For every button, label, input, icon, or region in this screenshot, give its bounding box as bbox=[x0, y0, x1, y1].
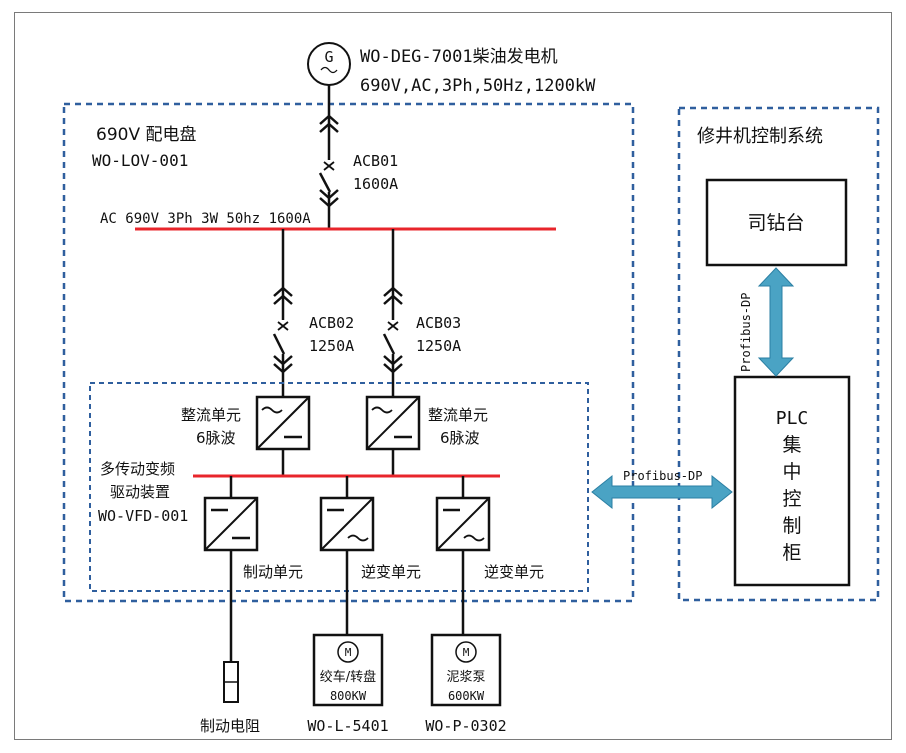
inverter-unit-1 bbox=[319, 476, 375, 635]
feeder-acb01 bbox=[318, 85, 339, 229]
profibus-horizontal-label: Profibus-DP bbox=[623, 469, 702, 483]
motor-drawworks: M 绞车/转盘 800KW bbox=[312, 633, 384, 707]
generator: G WO-DEG-7001柴油发电机 690V,AC,3Ph,50Hz,1200… bbox=[307, 42, 596, 96]
driller-console-label: 司钻台 bbox=[747, 212, 804, 234]
brake-unit-label: 制动单元 bbox=[243, 563, 303, 581]
motor-2-name: 泥浆泵 bbox=[446, 670, 485, 685]
acb03-rating: 1250A bbox=[416, 337, 461, 355]
rectifier-2-label: 整流单元 bbox=[428, 406, 488, 424]
rectifier-unit-1 bbox=[255, 395, 311, 476]
rectifier-2-pulse: 6脉波 bbox=[440, 429, 480, 447]
motor-2-symbol: M bbox=[463, 646, 470, 659]
profibus-vertical-arrow-icon bbox=[757, 267, 795, 377]
inverter-1-label: 逆变单元 bbox=[361, 563, 421, 581]
motor-2-code: WO-P-0302 bbox=[425, 717, 506, 735]
brake-unit bbox=[203, 476, 259, 662]
plc-line-4: 控 bbox=[782, 488, 801, 510]
driller-console-box bbox=[705, 178, 848, 267]
ac-wave-icon bbox=[320, 66, 338, 74]
acb02-rating: 1250A bbox=[309, 337, 354, 355]
motor-1-name: 绞车/转盘 bbox=[320, 669, 376, 685]
motor-1-code: WO-L-5401 bbox=[307, 717, 388, 735]
inverter-2-label: 逆变单元 bbox=[484, 563, 544, 581]
brake-resistor bbox=[223, 661, 239, 703]
vfd-code: WO-VFD-001 bbox=[98, 507, 188, 525]
profibus-horizontal-arrow-icon bbox=[591, 474, 733, 510]
acb01-name: ACB01 bbox=[353, 152, 398, 170]
panel-border bbox=[62, 102, 635, 603]
vfd-title-line2: 驱动装置 bbox=[110, 483, 170, 501]
motor-1-symbol: M bbox=[345, 646, 352, 659]
feeder-acb03 bbox=[382, 229, 403, 397]
inverter-unit-2 bbox=[435, 476, 491, 635]
acb03-name: ACB03 bbox=[416, 314, 461, 332]
motor-2-power: 600KW bbox=[448, 689, 485, 703]
motor-mud-pump: M 泥浆泵 600KW bbox=[430, 633, 502, 707]
feeder-acb02 bbox=[272, 229, 293, 397]
plc-line-1: PLC bbox=[776, 408, 809, 429]
acb02-name: ACB02 bbox=[309, 314, 354, 332]
plc-line-2: 集 bbox=[782, 434, 801, 456]
plc-line-3: 中 bbox=[782, 461, 801, 483]
rectifier-1-pulse: 6脉波 bbox=[196, 429, 236, 447]
profibus-vertical-label: Profibus-DP bbox=[739, 293, 753, 372]
plc-cabinet-box bbox=[733, 375, 851, 587]
vfd-border bbox=[89, 382, 589, 592]
control-system-title: 修井机控制系统 bbox=[697, 126, 823, 147]
rectifier-unit-2 bbox=[365, 395, 421, 476]
plc-cabinet-label: PLC 集 中 控 制 柜 bbox=[776, 408, 809, 564]
plc-line-5: 制 bbox=[782, 515, 801, 537]
generator-name: WO-DEG-7001柴油发电机 bbox=[360, 47, 558, 67]
main-busbar-label: AC 690V 3Ph 3W 50hz 1600A bbox=[100, 211, 311, 227]
panel-code: WO-LOV-001 bbox=[92, 151, 188, 170]
generator-symbol: G bbox=[324, 48, 333, 66]
rectifier-1-label: 整流单元 bbox=[181, 406, 241, 424]
acb01-rating: 1600A bbox=[353, 175, 398, 193]
motor-1-power: 800KW bbox=[330, 689, 367, 703]
panel-title: 690V 配电盘 bbox=[96, 125, 196, 145]
diagram-frame bbox=[14, 12, 892, 740]
generator-spec: 690V,AC,3Ph,50Hz,1200kW bbox=[360, 76, 596, 96]
brake-resistor-label: 制动电阻 bbox=[200, 717, 260, 735]
plc-line-6: 柜 bbox=[782, 542, 801, 564]
vfd-title-line1: 多传动变频 bbox=[100, 460, 175, 478]
control-system-border bbox=[677, 106, 880, 602]
